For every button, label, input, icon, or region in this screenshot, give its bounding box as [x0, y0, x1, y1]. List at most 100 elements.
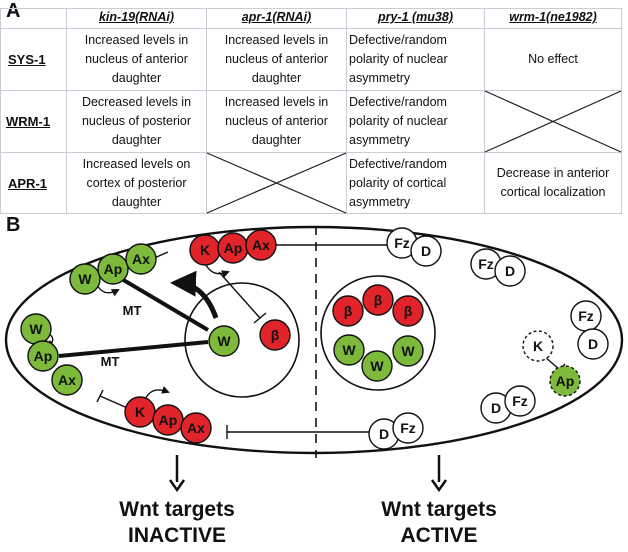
svg-text:W: W — [342, 342, 356, 358]
svg-text:β: β — [404, 303, 413, 319]
svg-text:Fz: Fz — [478, 256, 494, 272]
cell-apr1-kin19: Increased levels on cortex of posterior … — [82, 157, 191, 209]
kinase-node-bottom: K — [124, 396, 156, 428]
outcome-left-line2: INACTIVE — [127, 524, 226, 547]
panel-a-label: A — [6, 0, 21, 22]
svg-text:W: W — [29, 321, 43, 337]
cross-apr1-apr1-b — [206, 152, 347, 214]
cross-wrm1-wrm1-b — [484, 90, 622, 153]
beta-node-anterior-nucleus: β — [259, 319, 291, 351]
svg-text:Ax: Ax — [132, 251, 150, 267]
anterior-nucleus — [184, 282, 300, 398]
svg-text:W: W — [217, 333, 231, 349]
cell-sys1-wrm1: No effect — [528, 52, 578, 66]
row-header-wrm1: WRM-1 — [6, 114, 51, 129]
svg-text:Ax: Ax — [252, 237, 270, 253]
phenotype-table: kin-19(RNAi) apr-1(RNAi) pry-1 (mu38) wr… — [0, 8, 622, 214]
cell-apr1-wrm1: Decrease in anterior cortical localizati… — [496, 166, 610, 199]
svg-text:W: W — [401, 343, 415, 359]
svg-text:β: β — [344, 303, 353, 319]
row-header-sys1: SYS-1 — [8, 52, 46, 67]
outcome-right: Wnt targets ACTIVE — [354, 497, 524, 549]
fz-node-top: Fz — [386, 227, 418, 259]
microtubule-lower — [58, 340, 209, 358]
beta-node-post-2: β — [362, 284, 394, 316]
cell-apr1-pry1: Defective/random polarity of cortical as… — [349, 157, 447, 209]
svg-text:D: D — [588, 336, 598, 352]
svg-text:β: β — [374, 292, 383, 308]
col-header-pry1: pry-1 (mu38) — [377, 10, 454, 24]
d-node-right: D — [577, 328, 609, 360]
svg-text:Fz: Fz — [578, 308, 594, 324]
microtubule-upper — [113, 273, 210, 332]
svg-text:K: K — [135, 404, 145, 420]
fz-node-right: Fz — [570, 300, 602, 332]
svg-text:Fz: Fz — [394, 235, 410, 251]
wrm1-node-post-2: W — [361, 350, 393, 382]
outcome-left: Wnt targets INACTIVE — [92, 497, 262, 549]
outcome-arrows — [168, 455, 448, 493]
wrm1-nuclear-export-arrow — [170, 270, 219, 319]
cell-wrm1-pry1: Defective/random polarity of nuclear asy… — [349, 95, 448, 147]
outcome-right-line2: ACTIVE — [400, 524, 478, 547]
outcome-left-line1: Wnt targets — [119, 498, 235, 521]
svg-text:D: D — [491, 400, 501, 416]
wnt-signaling-diagram: MT MT K Ap Ax W Ap Ax W Ap Ax K Ap Ax W … — [4, 225, 624, 493]
svg-text:W: W — [370, 358, 384, 374]
cell-sys1-apr1: Increased levels in nucleus of anterior … — [224, 33, 329, 85]
svg-text:Ap: Ap — [556, 373, 575, 389]
beta-node-post-3: β — [392, 295, 424, 327]
mt-label-upper: MT — [123, 303, 142, 318]
axin-node-left: Ax — [51, 364, 83, 396]
apr1-node-left: Ap — [27, 340, 59, 372]
cell-outline — [4, 225, 624, 455]
svg-text:Ap: Ap — [159, 412, 178, 428]
axin-node-bottom: Ax — [180, 412, 212, 444]
svg-text:K: K — [200, 242, 210, 258]
cell-sys1-kin19: Increased levels in nucleus of anterior … — [84, 33, 189, 85]
mt-label-lower: MT — [101, 354, 120, 369]
fz-node-bottom-right: Fz — [504, 385, 536, 417]
col-header-apr1: apr-1(RNAi) — [241, 10, 312, 24]
nodes: K Ap Ax W Ap Ax W Ap Ax K Ap Ax W β β β … — [20, 227, 609, 450]
wrm1-node-post-1: W — [333, 334, 365, 366]
posterior-nucleus — [320, 275, 436, 391]
cell-wrm1-apr1: Increased levels in nucleus of anterior … — [224, 95, 329, 147]
table-grid — [0, 8, 622, 214]
wrm1-node-post-3: W — [392, 335, 424, 367]
row-header-apr1: APR-1 — [8, 176, 48, 191]
cell-wrm1-kin19: Decreased levels in nucleus of posterior… — [81, 95, 192, 147]
svg-text:K: K — [533, 338, 543, 354]
beta-node-post-1: β — [332, 295, 364, 327]
wrm1-node-top-left: W — [69, 263, 101, 295]
axin-node-top: Ax — [245, 229, 277, 261]
cell-sys1-pry1: Defective/random polarity of nuclear asy… — [349, 33, 448, 85]
svg-text:β: β — [271, 327, 280, 343]
kinase-node-inactive: K — [522, 330, 554, 362]
wrm1-node-anterior-nucleus: W — [208, 325, 240, 357]
apr1-node-top-left: Ap — [97, 253, 129, 285]
svg-text:Ap: Ap — [104, 261, 123, 277]
fz-node-bottom: Fz — [392, 412, 424, 444]
panel-b-label: B — [6, 214, 21, 236]
svg-text:D: D — [421, 243, 431, 259]
col-header-kin19: kin-19(RNAi) — [98, 10, 174, 24]
col-header-wrm1: wrm-1(ne1982) — [509, 10, 597, 24]
apr1-node-inactive: Ap — [549, 365, 581, 397]
wrm1-node-left: W — [20, 313, 52, 345]
apr1-node-top: Ap — [217, 232, 249, 264]
d-node-right-top: D — [494, 255, 526, 287]
ap-inhibits-beta — [218, 271, 261, 319]
svg-text:Fz: Fz — [512, 393, 528, 409]
outcome-right-line1: Wnt targets — [381, 498, 497, 521]
empty-cell-crosses — [206, 90, 622, 214]
svg-text:Ax: Ax — [58, 372, 76, 388]
d-node-top: D — [410, 235, 442, 267]
svg-text:Fz: Fz — [400, 420, 416, 436]
kinase-node-top: K — [189, 234, 221, 266]
svg-text:D: D — [379, 426, 389, 442]
svg-text:Ap: Ap — [224, 240, 243, 256]
svg-text:W: W — [78, 271, 92, 287]
axin-node-top-left: Ax — [125, 243, 157, 275]
apr1-node-bottom: Ap — [152, 404, 184, 436]
